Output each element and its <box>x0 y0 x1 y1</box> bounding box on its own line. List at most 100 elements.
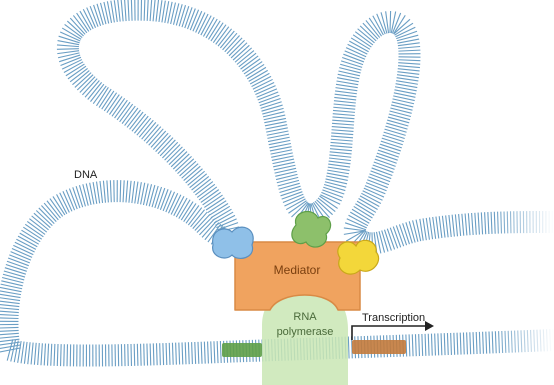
dna-base-pair <box>121 0 123 21</box>
dna-base-pair <box>369 174 390 182</box>
dna-base-pair <box>336 88 358 91</box>
dna-base-pair <box>452 215 454 237</box>
dna-base-pair <box>337 81 359 85</box>
dna-base-pair <box>384 230 391 251</box>
dna-base-pair <box>208 341 209 363</box>
dna-base-pair <box>332 123 354 125</box>
dna-base-pair <box>436 217 439 239</box>
dna-base-pair <box>426 218 429 240</box>
dna-base-pair <box>144 124 158 141</box>
dna-base-pair <box>100 181 103 203</box>
dna-base-pair <box>328 167 350 170</box>
rna-polymerase-label-line2: polymerase <box>277 326 334 338</box>
dna-base-pair <box>459 214 461 236</box>
dna-base-pair <box>146 127 160 144</box>
dna-base-pair <box>103 181 105 203</box>
dna-base-pair <box>382 231 388 252</box>
dna-base-pair <box>153 0 155 21</box>
dna-base-pair <box>114 0 117 22</box>
dna-base-pair <box>433 217 436 239</box>
dna-base-pair <box>0 314 19 315</box>
dna-base-pair <box>378 150 399 157</box>
dna-base-pair <box>467 332 468 354</box>
dna-base-pair <box>150 0 152 21</box>
dna-base-pair <box>73 187 80 208</box>
dna-base-pair <box>110 180 111 202</box>
dna-base-pair <box>444 333 445 355</box>
dna-base-pair <box>281 189 302 196</box>
dna-base-pair <box>390 228 397 249</box>
dna-base-pair <box>409 221 415 242</box>
dna-base-pair <box>158 188 165 209</box>
dna-base-pair <box>79 185 85 206</box>
dna-base-pair <box>156 135 171 151</box>
dna-base-pair <box>38 343 40 365</box>
dna-base-pair <box>7 261 28 268</box>
dna-base-pair <box>137 344 138 366</box>
dna-base-pair <box>388 117 409 123</box>
dna-base-pair <box>94 5 101 26</box>
dna-base-pair <box>429 217 432 239</box>
dna-base-pair <box>389 114 410 120</box>
dna-base-pair <box>57 344 58 366</box>
dna-base-pair <box>386 123 407 129</box>
dna-base-pair <box>329 158 351 161</box>
dna-base-pair <box>398 47 420 49</box>
dna-base-pair <box>428 334 429 356</box>
dna-base-pair <box>463 332 464 354</box>
dna-base-pair <box>334 97 356 99</box>
dna-base-pair <box>139 120 153 137</box>
dna-base-pair <box>135 182 138 204</box>
dna-base-pair <box>158 138 173 154</box>
dna-base-pair <box>165 145 180 161</box>
dna-base-pair <box>131 0 132 21</box>
dna-base-pair <box>76 186 83 207</box>
dna-base-pair <box>331 142 353 144</box>
dna-base-pair <box>486 332 487 354</box>
dna-base-pair <box>406 222 412 243</box>
dna-base-pair <box>48 344 49 366</box>
dna-base-pair <box>3 274 24 280</box>
dna-base-pair <box>142 122 156 139</box>
dna-base-pair <box>280 186 301 192</box>
dna-base-pair <box>371 171 392 179</box>
activator-blue-icon <box>213 227 254 258</box>
dna-base-pair <box>144 0 145 21</box>
dna-base-pair <box>398 43 420 46</box>
dna-base-pair <box>423 218 426 240</box>
dna-base-pair <box>132 181 135 203</box>
dna-base-pair <box>220 341 221 363</box>
dna-base-pair <box>0 304 19 306</box>
dna-base-pair <box>163 343 164 365</box>
dna-base-pair <box>261 102 282 109</box>
dna-base-pair <box>157 343 158 365</box>
dna-base-pair <box>372 168 393 176</box>
dna-base-pair <box>8 258 29 266</box>
dna-base-pair <box>97 4 103 25</box>
dna-base-pair <box>431 334 432 356</box>
dna-label: DNA <box>74 169 98 181</box>
dna-base-pair <box>460 333 461 355</box>
dna-base-pair <box>169 149 185 164</box>
dna-base-pair <box>21 342 24 364</box>
dna-base-pair <box>385 129 406 135</box>
dna-base-pair <box>262 105 283 111</box>
activator-green-icon <box>292 212 331 248</box>
dna-base-pair <box>44 343 45 365</box>
dna-base-pair <box>0 327 19 328</box>
dna-base-pair <box>441 333 442 355</box>
dna-base-pair <box>28 342 30 364</box>
dna-base-pair <box>24 342 27 364</box>
dna-base-pair <box>111 1 115 23</box>
dna-base-pair <box>184 166 201 180</box>
dna-base-pair <box>331 139 353 141</box>
dna-base-pair <box>175 156 191 171</box>
dna-base-pair <box>155 187 162 208</box>
dna-base-pair <box>472 213 474 235</box>
dna-base-pair <box>34 343 36 365</box>
dna-base-pair <box>188 342 189 364</box>
dna-base-pair <box>335 91 357 94</box>
dna-base-pair <box>327 170 349 174</box>
dna-base-pair <box>334 101 356 103</box>
